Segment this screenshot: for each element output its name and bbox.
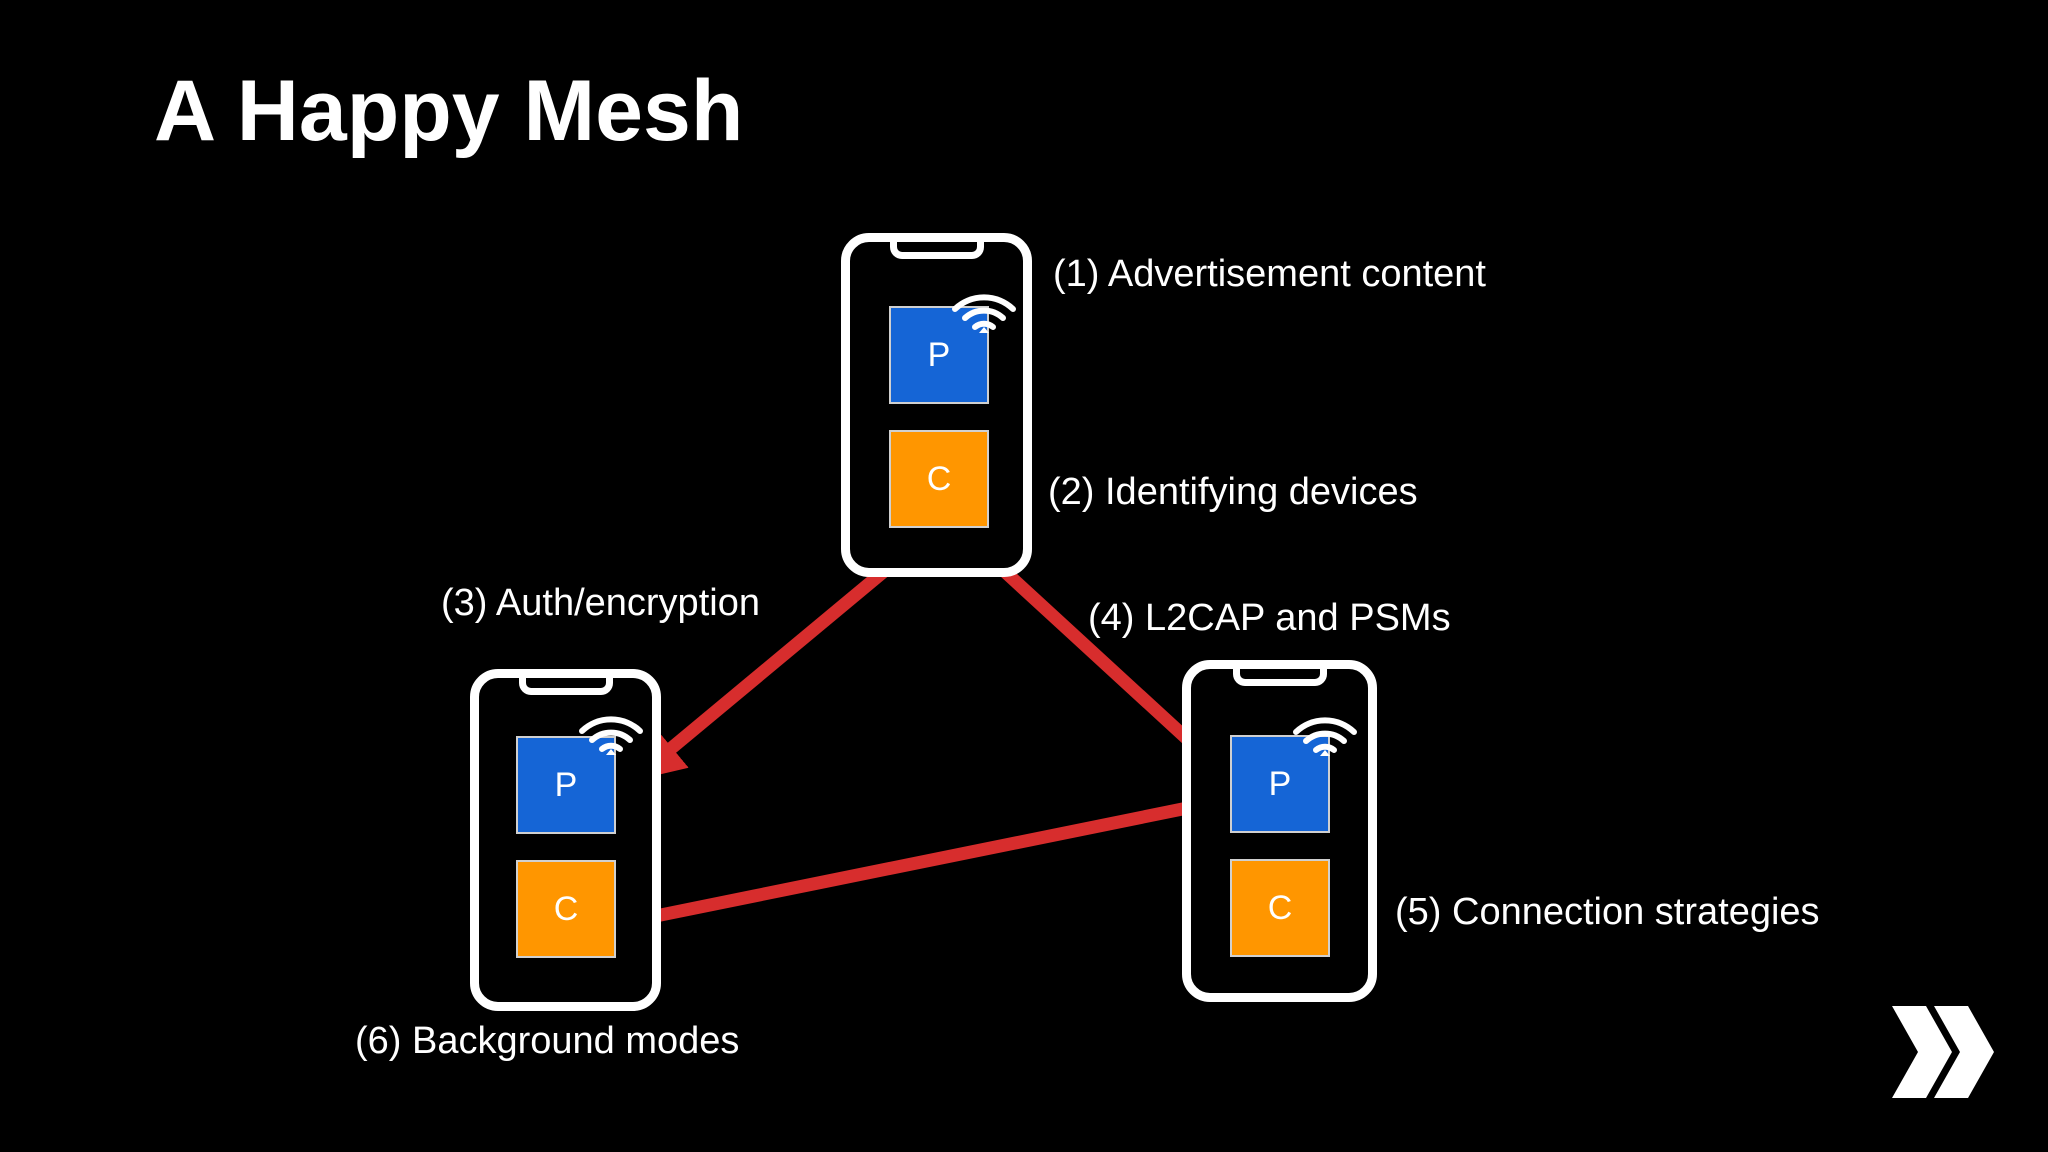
peripheral-box-label: P [927,335,951,374]
peripheral-box-top: P [889,306,989,404]
phone-notch [1232,668,1327,686]
peripheral-box-label: P [1268,764,1292,803]
label-advertisement-content: (1) Advertisement content [1053,253,1486,295]
central-box-top: C [889,430,989,528]
peripheral-box-label: P [554,765,578,804]
wifi-signal-icon [579,716,643,755]
central-box-label: C [926,459,952,498]
central-box-label: C [553,889,579,928]
wifi-signal-icon [952,294,1016,333]
phone-notch [518,677,613,695]
label-identifying-devices: (2) Identifying devices [1048,471,1418,513]
central-box-left: C [516,860,616,958]
central-box-right: C [1230,859,1330,957]
double-chevron-right-icon[interactable] [1890,1006,1996,1098]
label-connection-strategies: (5) Connection strategies [1395,891,1820,933]
label-background-modes: (6) Background modes [355,1020,740,1062]
central-box-label: C [1267,888,1293,927]
peripheral-box-left: P [516,736,616,834]
label-l2cap-psms: (4) L2CAP and PSMs [1088,597,1451,639]
wifi-signal-icon [1293,717,1357,756]
arrow-left-to-right [634,781,1245,927]
slide-title: A Happy Mesh [154,63,744,159]
phone-notch [889,241,984,259]
label-auth-encryption: (3) Auth/encryption [441,582,760,624]
